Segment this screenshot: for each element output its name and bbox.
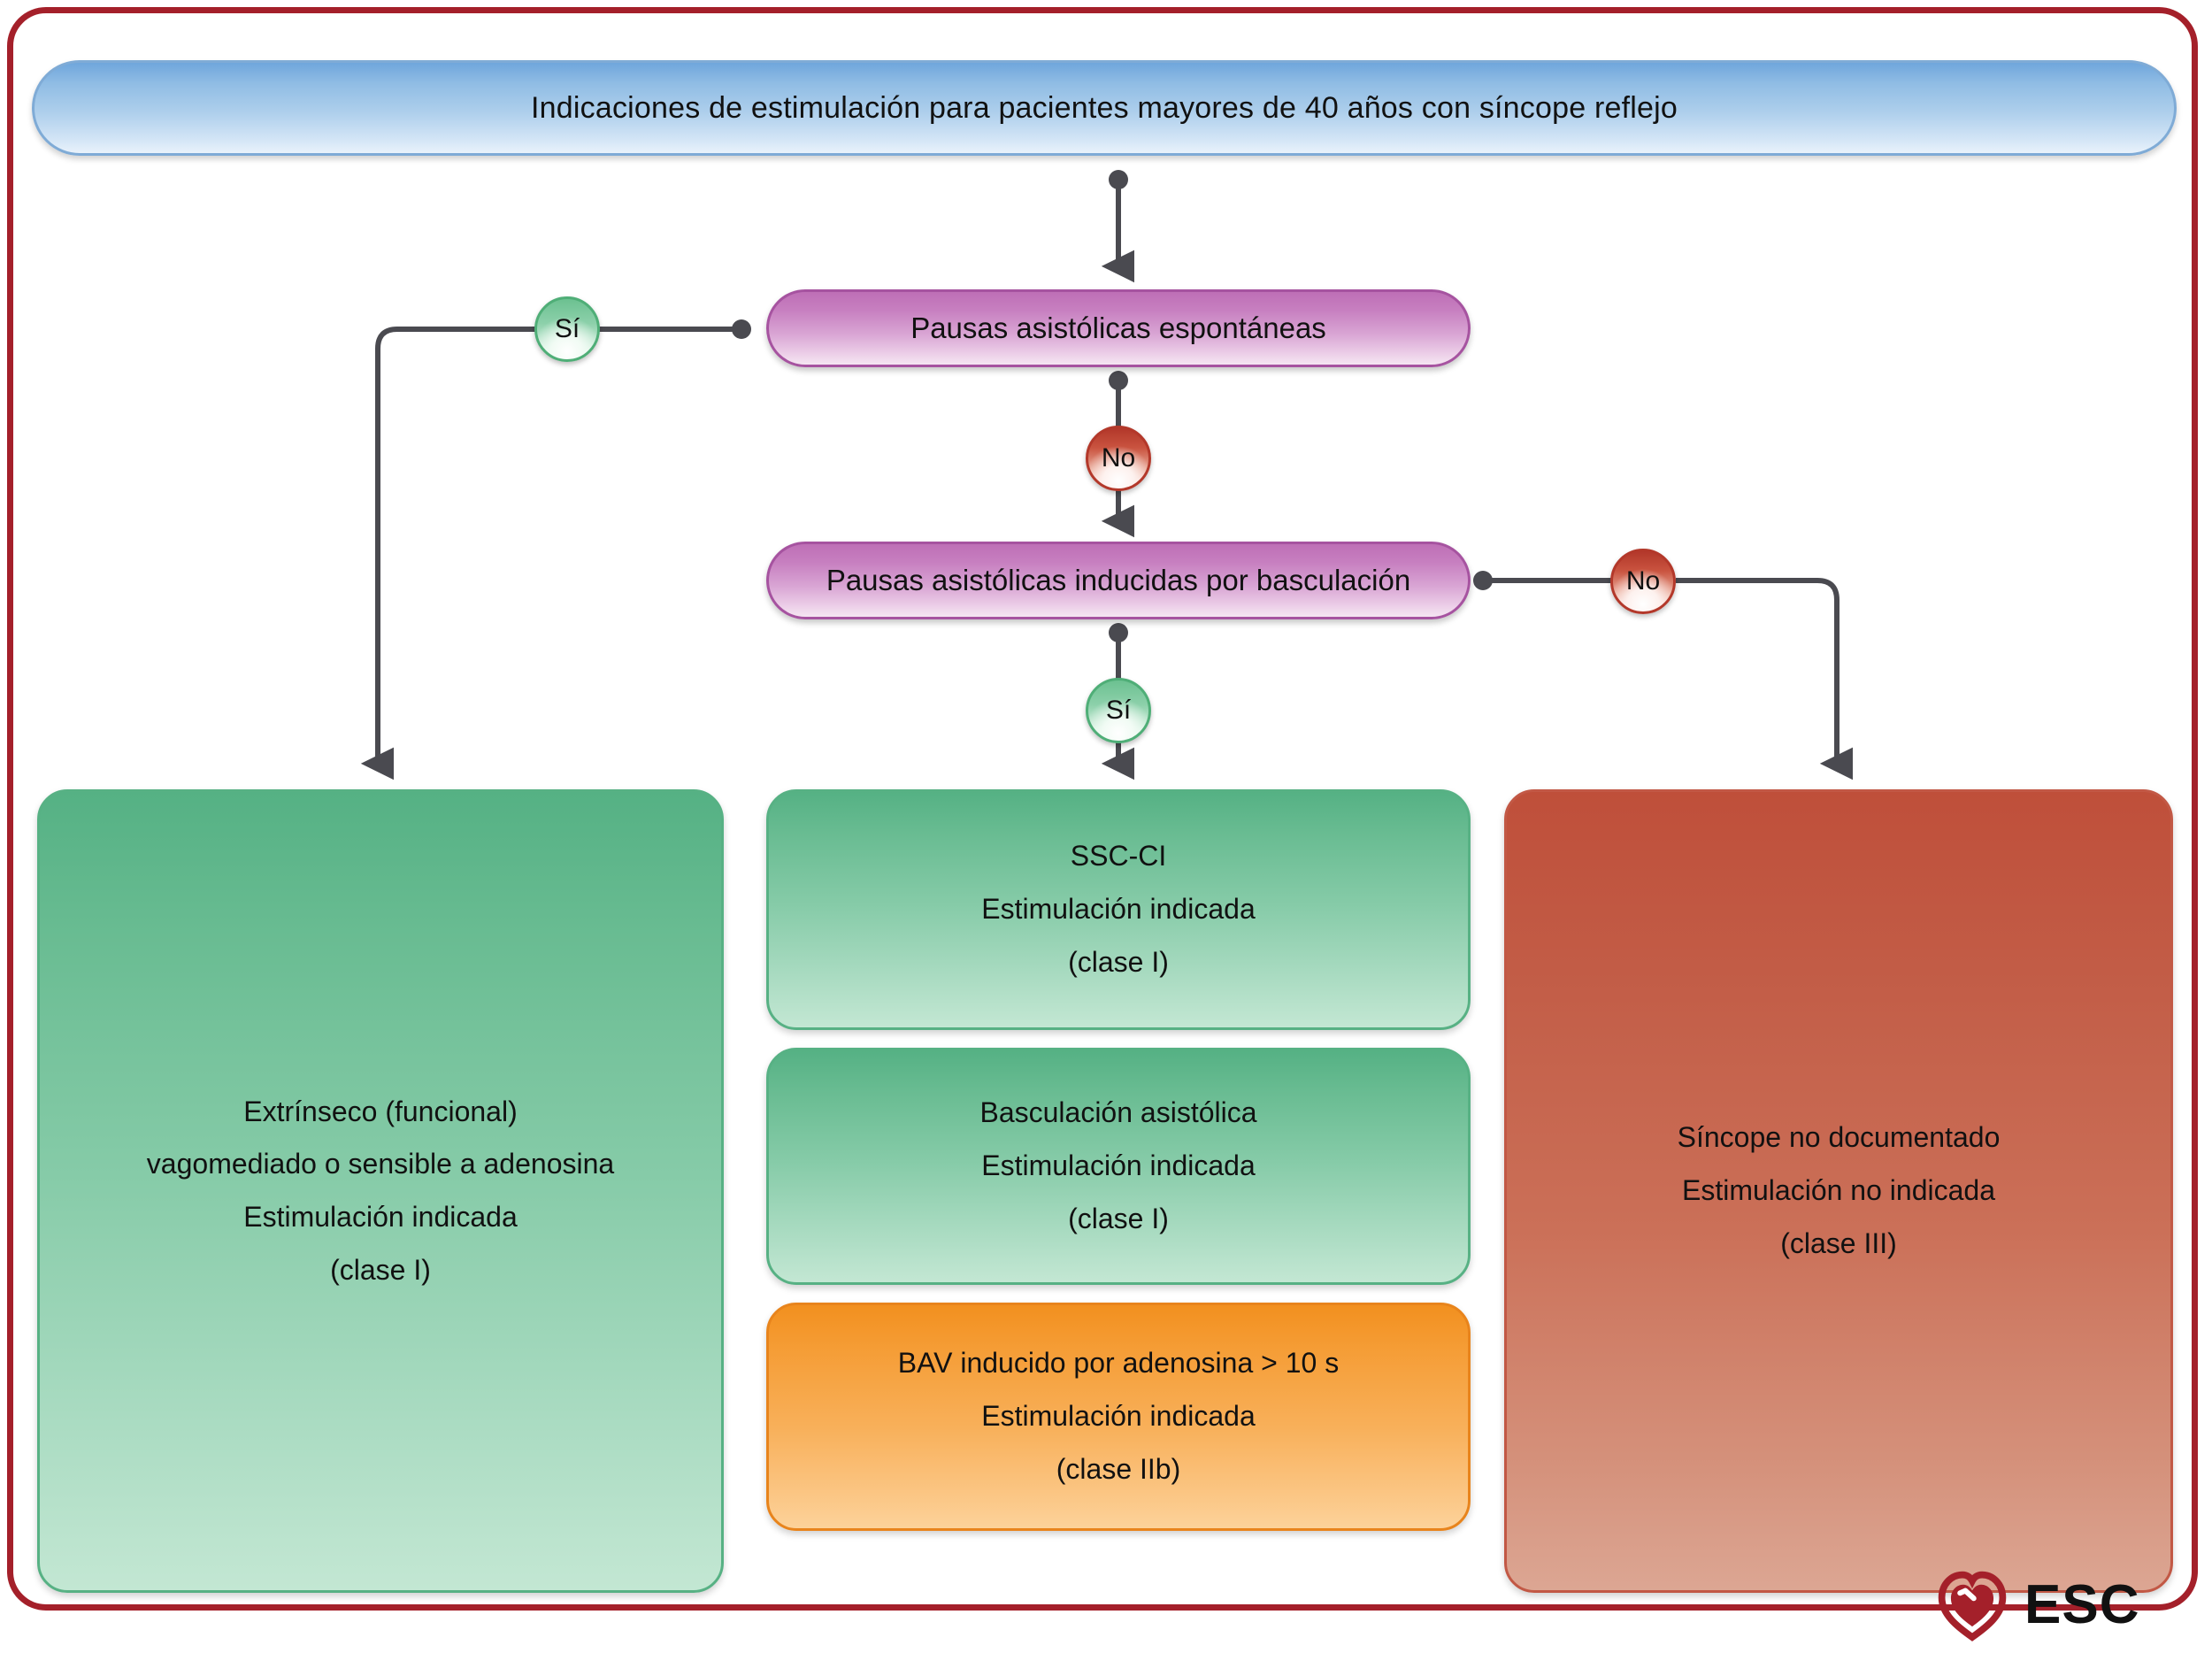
heart-icon: [1938, 1571, 2007, 1641]
outcome-box-syncope-not-documented: Síncope no documentado Estimulación no i…: [1504, 789, 2173, 1593]
branch-badge-label: Sí: [1105, 696, 1132, 725]
decision-node-tilt-induced-asystolic-pauses[interactable]: Pausas asistólicas inducidas por bascula…: [766, 542, 1471, 619]
branch-badge-no-spontaneous: No: [1086, 426, 1151, 491]
esc-logo: ESC: [1934, 1563, 2155, 1648]
outcome-line: SSC-CI: [1070, 840, 1167, 873]
outcome-line: Basculación asistólica: [979, 1096, 1257, 1129]
outer-border-frame: [7, 7, 2198, 1611]
branch-badge-label: No: [1625, 566, 1661, 596]
outcome-line: BAV inducido por adenosina > 10 s: [897, 1347, 1340, 1380]
branch-badge-yes-tilt: Sí: [1086, 678, 1151, 743]
branch-badge-label: No: [1101, 443, 1136, 473]
outcome-box-tilt-asystolic: Basculación asistólica Estimulación indi…: [766, 1048, 1471, 1285]
branch-badge-label: Sí: [554, 314, 580, 343]
outcome-box-bav-adenosine: BAV inducido por adenosina > 10 s Estimu…: [766, 1303, 1471, 1531]
decision-label: Pausas asistólicas inducidas por bascula…: [826, 564, 1411, 596]
esc-logo-text: ESC: [2024, 1574, 2140, 1635]
decision-label: Pausas asistólicas espontáneas: [910, 311, 1326, 344]
branch-badge-no-tilt: No: [1610, 549, 1676, 614]
outcome-class-label: (clase IIb): [1056, 1452, 1181, 1485]
outcome-line: Síncope no documentado: [1677, 1121, 2001, 1154]
outcome-box-ssc-ci: SSC-CI Estimulación indicada (clase I): [766, 789, 1471, 1030]
outcome-line: Estimulación indicada: [981, 1149, 1256, 1182]
figure-title-banner: Indicaciones de estimulación para pacien…: [32, 60, 2177, 156]
outcome-line: Estimulación indicada: [981, 1400, 1256, 1433]
outcome-line: Estimulación indicada: [981, 893, 1256, 926]
outcome-line: Estimulación indicada: [243, 1201, 518, 1233]
branch-badge-yes-spontaneous: Sí: [534, 296, 600, 362]
outcome-line: vagomediado o sensible a adenosina: [146, 1148, 615, 1180]
outcome-class-label: (clase III): [1780, 1226, 1897, 1259]
outcome-box-extrinsic-functional: Extrínseco (funcional) vagomediado o sen…: [37, 789, 724, 1593]
page-title: Indicaciones de estimulación para pacien…: [531, 90, 1678, 125]
outcome-class-label: (clase I): [1068, 1202, 1169, 1234]
decision-node-spontaneous-asystolic-pauses[interactable]: Pausas asistólicas espontáneas: [766, 289, 1471, 367]
outcome-line: Extrínseco (funcional): [243, 1095, 518, 1127]
outcome-line: Estimulación no indicada: [1682, 1174, 1995, 1207]
outcome-class-label: (clase I): [1068, 945, 1169, 978]
outcome-class-label: (clase I): [330, 1253, 431, 1286]
